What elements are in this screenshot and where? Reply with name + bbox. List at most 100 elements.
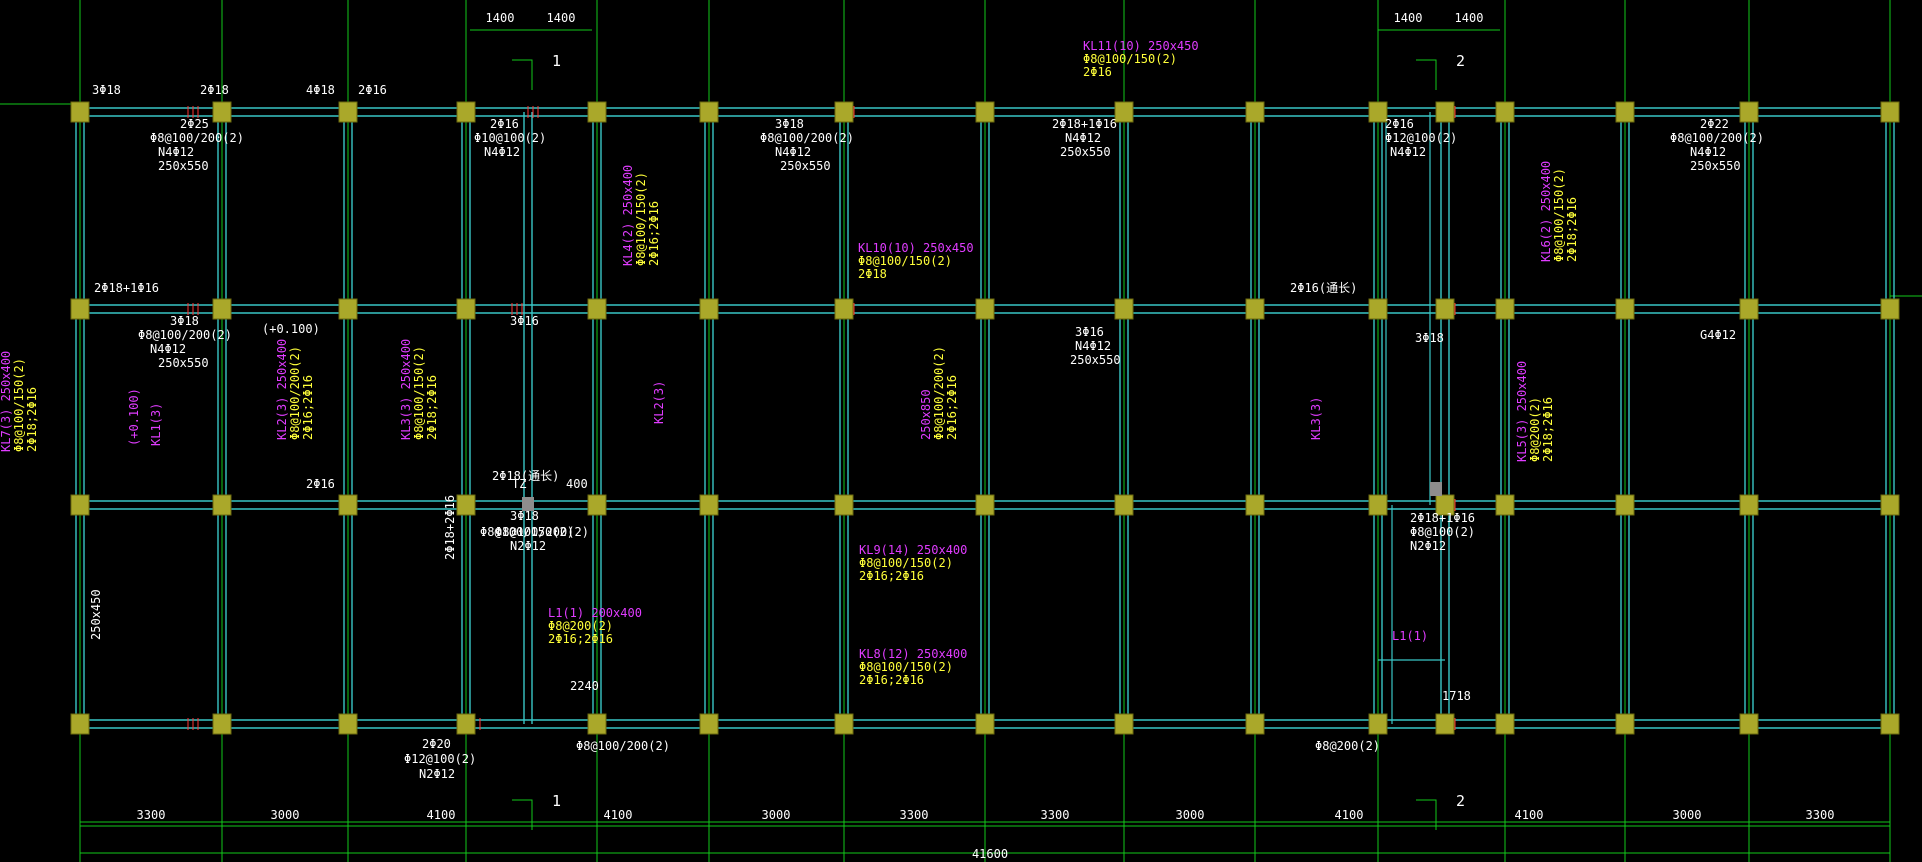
column-47 — [1435, 494, 1455, 516]
beam-label-39: KL2(3) — [652, 381, 666, 424]
beam-label-4: KL10(10) 250x450 — [858, 241, 974, 255]
rebar-annotation-34: G4Φ12 — [1700, 328, 1736, 342]
column-55 — [1615, 494, 1635, 516]
rebar-annotation-53: 2240 — [570, 679, 599, 693]
beam-label-25: 2Φ18;2Φ16 — [25, 387, 39, 452]
span-dimension-9: 4100 — [1335, 808, 1364, 822]
column-49 — [1495, 101, 1515, 123]
rebar-annotation-2: 2Φ18 — [200, 83, 229, 97]
column-30 — [975, 298, 995, 320]
column-14 — [456, 298, 476, 320]
rebar-annotation-20: Φ12@100(2) — [1385, 131, 1457, 145]
beam-label-20: KL6(2) 250x400 — [1539, 161, 1553, 262]
column-18 — [587, 298, 607, 320]
rebar-annotation-52: Φ8@200(2) — [1315, 739, 1380, 753]
rebar-annotation-9: 2Φ16 — [490, 117, 519, 131]
beam-label-22: 2Φ18;2Φ16 — [1565, 197, 1579, 262]
column-36 — [1114, 713, 1134, 735]
rebar-annotation-38: 2Φ18(通长) — [492, 469, 559, 483]
section-mark-line-3 — [512, 799, 533, 830]
column-61 — [1880, 101, 1900, 123]
beam-label-38: KL1(3) — [149, 403, 163, 446]
rebar-annotation-27: 2Φ16(通长) — [1290, 281, 1357, 295]
column-22 — [699, 298, 719, 320]
beam-label-5: Φ8@100/150(2) — [858, 254, 952, 268]
small-column-1 — [522, 497, 534, 511]
column-51 — [1495, 494, 1515, 516]
rebar-annotation-25: 250x550 — [1690, 159, 1741, 173]
span-dimension-2: 3000 — [271, 808, 300, 822]
beam-label-34: 2Φ18;2Φ16 — [1541, 397, 1555, 462]
rebar-annotation-43: 2Φ18+1Φ16 — [1410, 511, 1475, 525]
beam-label-2: Φ8@100/150(2) — [1083, 52, 1177, 66]
top-dimension-2: 1400 — [547, 11, 576, 25]
column-23 — [699, 494, 719, 516]
column-19 — [587, 494, 607, 516]
column-39 — [1245, 494, 1265, 516]
beam-label-36: Φ8@100/200(2) — [932, 346, 946, 440]
column-52 — [1495, 713, 1515, 735]
beam-label-3: 2Φ16 — [1083, 65, 1112, 79]
span-dimension-4: 4100 — [604, 808, 633, 822]
rebar-annotation-16: 2Φ18+1Φ16 — [1052, 117, 1117, 131]
column-58 — [1739, 298, 1759, 320]
span-dimension-5: 3000 — [762, 808, 791, 822]
beam-label-12: 2Φ16;2Φ16 — [859, 673, 924, 687]
beam-label-16: L1(1) — [1392, 629, 1428, 643]
span-dimension-1: 3300 — [137, 808, 166, 822]
beam-label-33: Φ8@200(2) — [1528, 397, 1542, 462]
beam-label-24: Φ8@100/150(2) — [12, 358, 26, 452]
rebar-annotation-22: 2Φ22 — [1700, 117, 1729, 131]
beam-label-9: 2Φ16;2Φ16 — [859, 569, 924, 583]
rebar-annotation-23: Φ8@100/200(2) — [1670, 131, 1764, 145]
beam-label-15: 2Φ16;2Φ16 — [548, 632, 613, 646]
rebar-annotation-49: 2Φ20 — [422, 737, 451, 751]
beam-label-31: 2Φ18;2Φ16 — [425, 375, 439, 440]
column-62 — [1880, 298, 1900, 320]
beam-label-30: Φ8@100/150(2) — [412, 346, 426, 440]
rebar-annotation-10: Φ10@100(2) — [474, 131, 546, 145]
column-5 — [212, 101, 232, 123]
beam-label-17: KL4(2) 250x400 — [621, 165, 635, 266]
column-34 — [1114, 298, 1134, 320]
columns — [70, 101, 1900, 735]
section-mark-3: 1 — [552, 792, 561, 810]
beam-label-13: L1(1) 200x400 — [548, 606, 642, 620]
column-12 — [338, 713, 358, 735]
column-31 — [975, 494, 995, 516]
column-27 — [834, 494, 854, 516]
beam-label-21: Φ8@100/150(2) — [1552, 168, 1566, 262]
column-60 — [1739, 713, 1759, 735]
column-32 — [975, 713, 995, 735]
beam-label-7: KL9(14) 250x400 — [859, 543, 967, 557]
top-dimension-1: 1400 — [486, 11, 515, 25]
column-44 — [1368, 713, 1388, 735]
rebar-annotation-55: 400 — [566, 477, 588, 491]
rebar-annotation-33: 3Φ16 — [510, 314, 539, 328]
column-9 — [338, 101, 358, 123]
beam-label-35: 250x850 — [919, 389, 933, 440]
rebar-annotation-4: 2Φ16 — [358, 83, 387, 97]
column-54 — [1615, 298, 1635, 320]
column-41 — [1368, 101, 1388, 123]
rebar-annotation-26: 2Φ18+1Φ16 — [94, 281, 159, 295]
column-11 — [338, 494, 358, 516]
beam-label-27: Φ8@100/200(2) — [288, 346, 302, 440]
beam-label-23: KL7(3) 250x400 — [0, 351, 13, 452]
rebar-annotation-19: 2Φ16 — [1385, 117, 1414, 131]
top-dimension-3: 1400 — [1394, 11, 1423, 25]
column-57 — [1739, 101, 1759, 123]
column-29 — [975, 101, 995, 123]
span-dimension-12: 3300 — [1806, 808, 1835, 822]
beam-label-19: 2Φ16;2Φ16 — [647, 201, 661, 266]
column-63 — [1880, 494, 1900, 516]
rebar-annotation-12: 3Φ18 — [775, 117, 804, 131]
beam-label-29: KL3(3) 250x400 — [399, 339, 413, 440]
rebar-annotation-58: 3Φ18 — [1415, 331, 1444, 345]
column-26 — [834, 298, 854, 320]
beam-label-28: 2Φ16;2Φ16 — [301, 375, 315, 440]
rebar-annotation-3: 4Φ18 — [306, 83, 335, 97]
column-2 — [70, 298, 90, 320]
column-8 — [212, 713, 232, 735]
rebar-annotation-11: N4Φ12 — [484, 145, 520, 159]
